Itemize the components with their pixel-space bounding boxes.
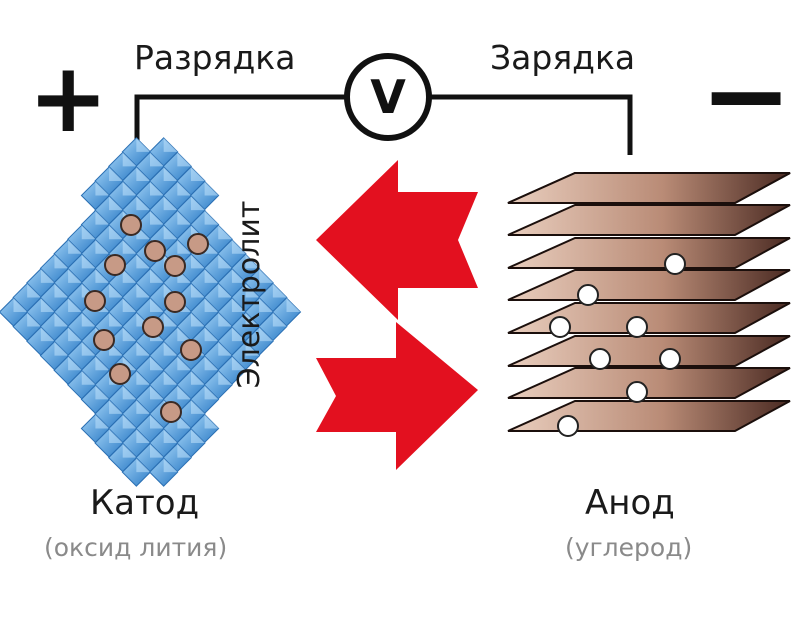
positive-terminal-sign: + [28,42,109,154]
anode-graphite-layers [507,172,791,432]
graphite-layer [507,400,791,432]
graphite-layer [507,302,791,334]
intercalated-ion-icon [549,316,571,338]
crystal-octahedron-icon [148,457,179,487]
lithium-ion-icon [144,240,166,262]
anode-lithium-ions [549,253,686,437]
cathode-subtitle: (оксид лития) [44,533,228,562]
intercalated-ion-icon [664,253,686,275]
lithium-ion-icon [84,290,106,312]
lithium-ion-icon [120,214,142,236]
intercalated-ion-icon [557,415,579,437]
lithium-ion-icon [104,254,126,276]
graphite-layer [507,204,791,236]
crystal-octahedron-icon [162,239,193,269]
discharge-arrow-icon [316,160,478,320]
lithium-ion-icon [164,255,186,277]
intercalated-ion-icon [589,348,611,370]
graphite-layer [507,269,791,301]
intercalated-ion-icon [659,348,681,370]
intercalated-ion-icon [626,316,648,338]
voltmeter: V [344,53,432,141]
intercalated-ion-icon [626,381,648,403]
negative-terminal-sign: − [700,31,793,159]
voltmeter-circle [344,53,432,141]
intercalated-ion-icon [577,284,599,306]
anode-subtitle: (углерод) [565,533,693,562]
electrolyte-label: Электролит [232,200,267,389]
anode-title: Анод [585,483,675,523]
graphite-layer-top [507,172,791,204]
voltmeter-label: V [370,70,406,124]
cathode-lithium-ions [84,214,209,423]
discharge-label: Разрядка [134,38,296,77]
lithium-ion-icon [164,291,186,313]
graphite-layer [507,335,791,367]
lithium-ion-icon [180,339,202,361]
cathode-title: Катод [90,483,200,523]
charge-arrow-icon [316,322,478,470]
circuit-wire [134,94,633,155]
charge-label: Зарядка [490,38,636,77]
lithium-ion-icon [142,316,164,338]
crystal-octahedron-icon [121,457,152,487]
lithium-ion-icon [93,329,115,351]
graphite-layer [507,367,791,399]
graphite-layer [507,237,791,269]
lithium-ion-icon [160,401,182,423]
lithium-ion-icon [109,363,131,385]
lithium-ion-icon [187,233,209,255]
